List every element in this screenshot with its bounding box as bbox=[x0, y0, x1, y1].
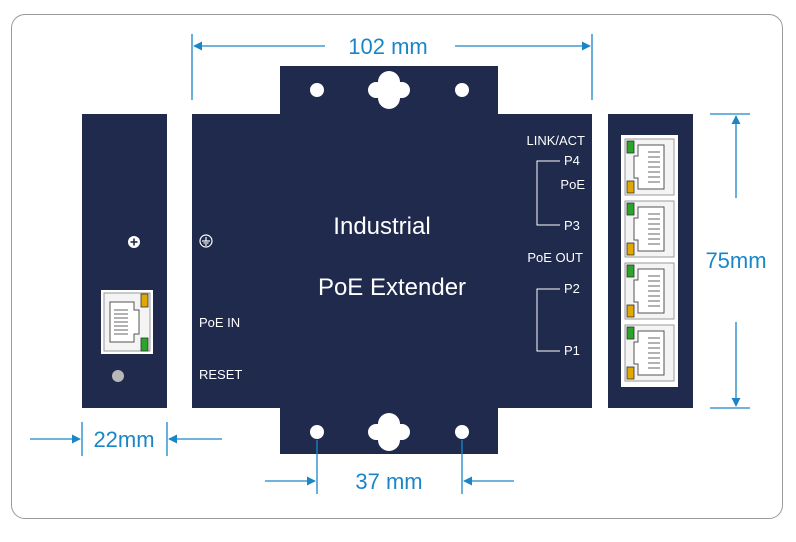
poe-in-label: PoE IN bbox=[199, 315, 240, 330]
right-side-view bbox=[608, 114, 693, 408]
dimension-side-width bbox=[30, 422, 222, 456]
rj45-port-p4 bbox=[624, 138, 675, 196]
mount-hole bbox=[310, 425, 324, 439]
led-amber-icon bbox=[626, 366, 635, 380]
poe-out-label: PoE OUT bbox=[527, 250, 583, 265]
power-plus-icon bbox=[128, 236, 140, 248]
led-green-icon bbox=[140, 337, 149, 352]
port-label-p1: P1 bbox=[564, 343, 580, 358]
mount-hole bbox=[455, 425, 469, 439]
dimension-side-width-label: 22mm bbox=[93, 427, 154, 452]
port-bracket-lines bbox=[536, 160, 560, 352]
led-green-icon bbox=[626, 264, 635, 278]
led-amber-icon bbox=[140, 293, 149, 308]
rj45-port-p2 bbox=[624, 262, 675, 320]
led-green-icon bbox=[626, 140, 635, 154]
left-side-view bbox=[82, 114, 167, 408]
dimension-height bbox=[710, 113, 750, 409]
port-label-p4: P4 bbox=[564, 153, 580, 168]
rj45-port-p3 bbox=[624, 200, 675, 258]
led-amber-icon bbox=[626, 180, 635, 194]
dimension-width-label: 102 mm bbox=[348, 34, 427, 59]
bottom-mounting-bracket bbox=[280, 408, 498, 454]
ground-icon bbox=[199, 234, 213, 248]
dimension-width bbox=[191, 34, 593, 100]
poe-label: PoE bbox=[560, 177, 585, 192]
poe-in-rj45-port bbox=[101, 290, 153, 354]
mount-hole bbox=[455, 83, 469, 97]
link-act-label: LINK/ACT bbox=[526, 133, 585, 148]
dimension-height-label: 75mm bbox=[705, 248, 766, 273]
led-amber-icon bbox=[626, 242, 635, 256]
mount-slot bbox=[368, 71, 410, 109]
title-line-2: PoE Extender bbox=[318, 274, 466, 301]
led-amber-icon bbox=[626, 304, 635, 318]
diagram-frame bbox=[11, 14, 783, 519]
port-label-p2: P2 bbox=[564, 281, 580, 296]
led-green-icon bbox=[626, 202, 635, 216]
mount-hole bbox=[310, 83, 324, 97]
title-line-1: Industrial bbox=[333, 213, 430, 240]
main-body bbox=[192, 114, 592, 408]
dimension-hole-spacing bbox=[265, 440, 514, 494]
rj45-port-p1 bbox=[624, 324, 675, 382]
port-label-p3: P3 bbox=[564, 218, 580, 233]
dimension-hole-spacing-label: 37 mm bbox=[355, 469, 422, 494]
led-green-icon bbox=[626, 326, 635, 340]
top-mounting-bracket bbox=[280, 66, 498, 114]
reset-label: RESET bbox=[199, 367, 242, 382]
reset-pinhole-icon bbox=[112, 370, 124, 382]
mount-slot bbox=[368, 413, 410, 451]
